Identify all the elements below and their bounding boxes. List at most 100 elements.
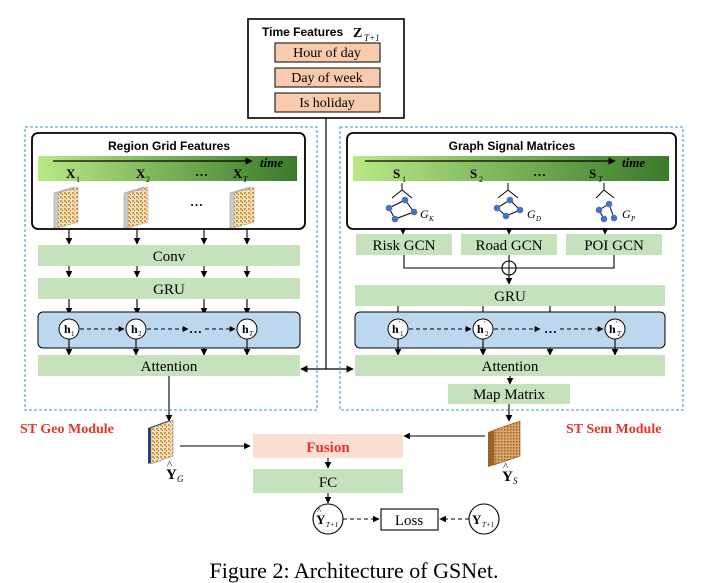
sem-h2-sub: 2 bbox=[485, 330, 489, 338]
sem-h1-sub: 1 bbox=[400, 330, 404, 338]
loss-box bbox=[380, 508, 439, 531]
conv-layer bbox=[38, 245, 300, 266]
sem-st-label: S bbox=[589, 166, 596, 181]
time-features-title: Time Features bbox=[262, 25, 343, 39]
sem-arrows-to-gcn bbox=[399, 228, 609, 235]
geo-output-label: Y bbox=[166, 467, 177, 483]
sem-output-tensor bbox=[488, 420, 521, 467]
sem-h-ellipsis: … bbox=[544, 321, 557, 336]
sem-attention-label: Attention bbox=[482, 359, 539, 375]
sem-output-label: Y bbox=[502, 469, 513, 485]
geo-module-border bbox=[24, 126, 318, 411]
hour-of-day-box bbox=[274, 42, 381, 63]
fc-label: FC bbox=[319, 475, 337, 491]
fusion-label: Fusion bbox=[306, 440, 350, 456]
sem-arrows-to-attention bbox=[394, 339, 619, 356]
fc-box bbox=[253, 469, 403, 493]
graph-signal-title: Graph Signal Matrices bbox=[449, 139, 576, 153]
graph-k-sub: K bbox=[428, 215, 434, 223]
sem-ellipsis: … bbox=[533, 164, 546, 179]
loss-label: Loss bbox=[395, 513, 424, 529]
geo-h2-sub: 2 bbox=[138, 330, 142, 338]
ground-truth-label: Y bbox=[472, 512, 482, 527]
geo-thumb-ellipsis: … bbox=[190, 194, 203, 209]
sem-h2-label: h bbox=[477, 322, 484, 336]
hour-of-day-label: Hour of day bbox=[293, 46, 361, 61]
geo-grid-thumb-1 bbox=[53, 186, 79, 229]
sem-hidden-band bbox=[354, 311, 666, 349]
graph-d-sub: D bbox=[535, 215, 541, 223]
geo-ht-label: h bbox=[242, 322, 249, 336]
time-features-box: Time Features Z T+1 Hour of day Day of w… bbox=[247, 18, 405, 119]
geo-x2-sub: 2 bbox=[146, 175, 150, 184]
prediction-hat: ^ bbox=[317, 506, 322, 516]
ground-truth-node: Y T+1 bbox=[468, 503, 500, 535]
road-gcn-label: Road GCN bbox=[475, 238, 542, 254]
sem-s1-label: S bbox=[393, 166, 400, 181]
sem-h2-prime: ′ bbox=[484, 320, 486, 328]
is-holiday-label: Is holiday bbox=[299, 96, 355, 111]
day-of-week-box bbox=[274, 67, 381, 88]
geo-arrows-to-gru bbox=[65, 266, 251, 278]
gcn-merge-lines bbox=[403, 255, 615, 269]
risk-gcn-label: Risk GCN bbox=[373, 238, 436, 254]
conv-label: Conv bbox=[153, 249, 186, 265]
geo-attention-label: Attention bbox=[141, 359, 198, 375]
prediction-label: Y bbox=[316, 512, 326, 527]
map-matrix-label: Map Matrix bbox=[473, 387, 546, 403]
sum-operator-icon bbox=[501, 260, 517, 276]
geo-grid-thumb-2 bbox=[123, 186, 149, 229]
sem-h1-prime: ′ bbox=[399, 320, 401, 328]
geo-ht-sub: T bbox=[249, 330, 254, 338]
geo-xt-label: X bbox=[233, 166, 243, 181]
sem-gru-label: GRU bbox=[494, 289, 526, 305]
region-grid-title: Region Grid Features bbox=[108, 139, 230, 153]
poi-gcn-label: POI GCN bbox=[584, 238, 644, 254]
geo-attention-layer bbox=[38, 355, 300, 376]
geo-ellipsis: … bbox=[195, 164, 208, 179]
sem-branch-lines bbox=[391, 183, 615, 199]
geo-hidden-states: h 1 h 2 … h T bbox=[58, 318, 258, 340]
geo-gru-label: GRU bbox=[153, 282, 185, 298]
geo-grid-thumb-t bbox=[229, 186, 255, 229]
poi-gcn-box bbox=[566, 234, 662, 255]
sem-ht-sub: T bbox=[617, 330, 622, 338]
graph-signal-panel: Graph Signal Matrices time S 1 S 2 … S T bbox=[346, 132, 677, 230]
graph-k-icon bbox=[385, 196, 418, 223]
graph-d-icon bbox=[493, 196, 524, 220]
geo-gru-layer bbox=[38, 278, 300, 299]
sem-st-sub: T bbox=[598, 175, 603, 184]
fusion-box bbox=[253, 434, 403, 458]
ground-truth-sub: T+1 bbox=[482, 521, 494, 529]
sem-s2-label: S bbox=[470, 166, 477, 181]
sem-s2-sub: 2 bbox=[479, 175, 483, 184]
sem-module-border bbox=[339, 126, 684, 411]
sem-ht-label: h bbox=[609, 322, 616, 336]
geo-x2-label: X bbox=[136, 166, 146, 181]
geo-xt-sub: T bbox=[243, 175, 248, 184]
geo-module-label: ST Geo Module bbox=[20, 422, 114, 437]
geo-h1-sub: 1 bbox=[71, 330, 75, 338]
prediction-node: Y ^ T+1 bbox=[312, 503, 344, 535]
geo-h-ellipsis: … bbox=[189, 321, 202, 336]
geo-x1-label: X bbox=[66, 166, 76, 181]
sem-ht-prime: ′ bbox=[616, 320, 618, 328]
figure-caption: Figure 2: Architecture of GSNet. bbox=[210, 558, 499, 583]
time-features-symbol-sub: T+1 bbox=[364, 33, 380, 43]
geo-arrows-to-attention bbox=[65, 339, 251, 356]
geo-time-bar bbox=[38, 156, 297, 181]
sem-s1-sub: 1 bbox=[402, 175, 406, 184]
risk-gcn-box bbox=[356, 234, 452, 255]
sem-gru-layer bbox=[355, 285, 665, 306]
time-features-symbol: Z bbox=[353, 26, 362, 41]
geo-h2-label: h bbox=[131, 322, 138, 336]
geo-output-sub: G bbox=[177, 474, 184, 484]
graph-p-icon bbox=[595, 200, 618, 223]
sem-time-bar bbox=[353, 156, 669, 181]
map-matrix-box bbox=[448, 384, 570, 404]
sem-h1-label: h bbox=[392, 322, 399, 336]
sem-time-label: time bbox=[622, 155, 645, 170]
geo-hidden-band bbox=[37, 311, 301, 349]
geo-x1-sub: 1 bbox=[76, 175, 80, 184]
